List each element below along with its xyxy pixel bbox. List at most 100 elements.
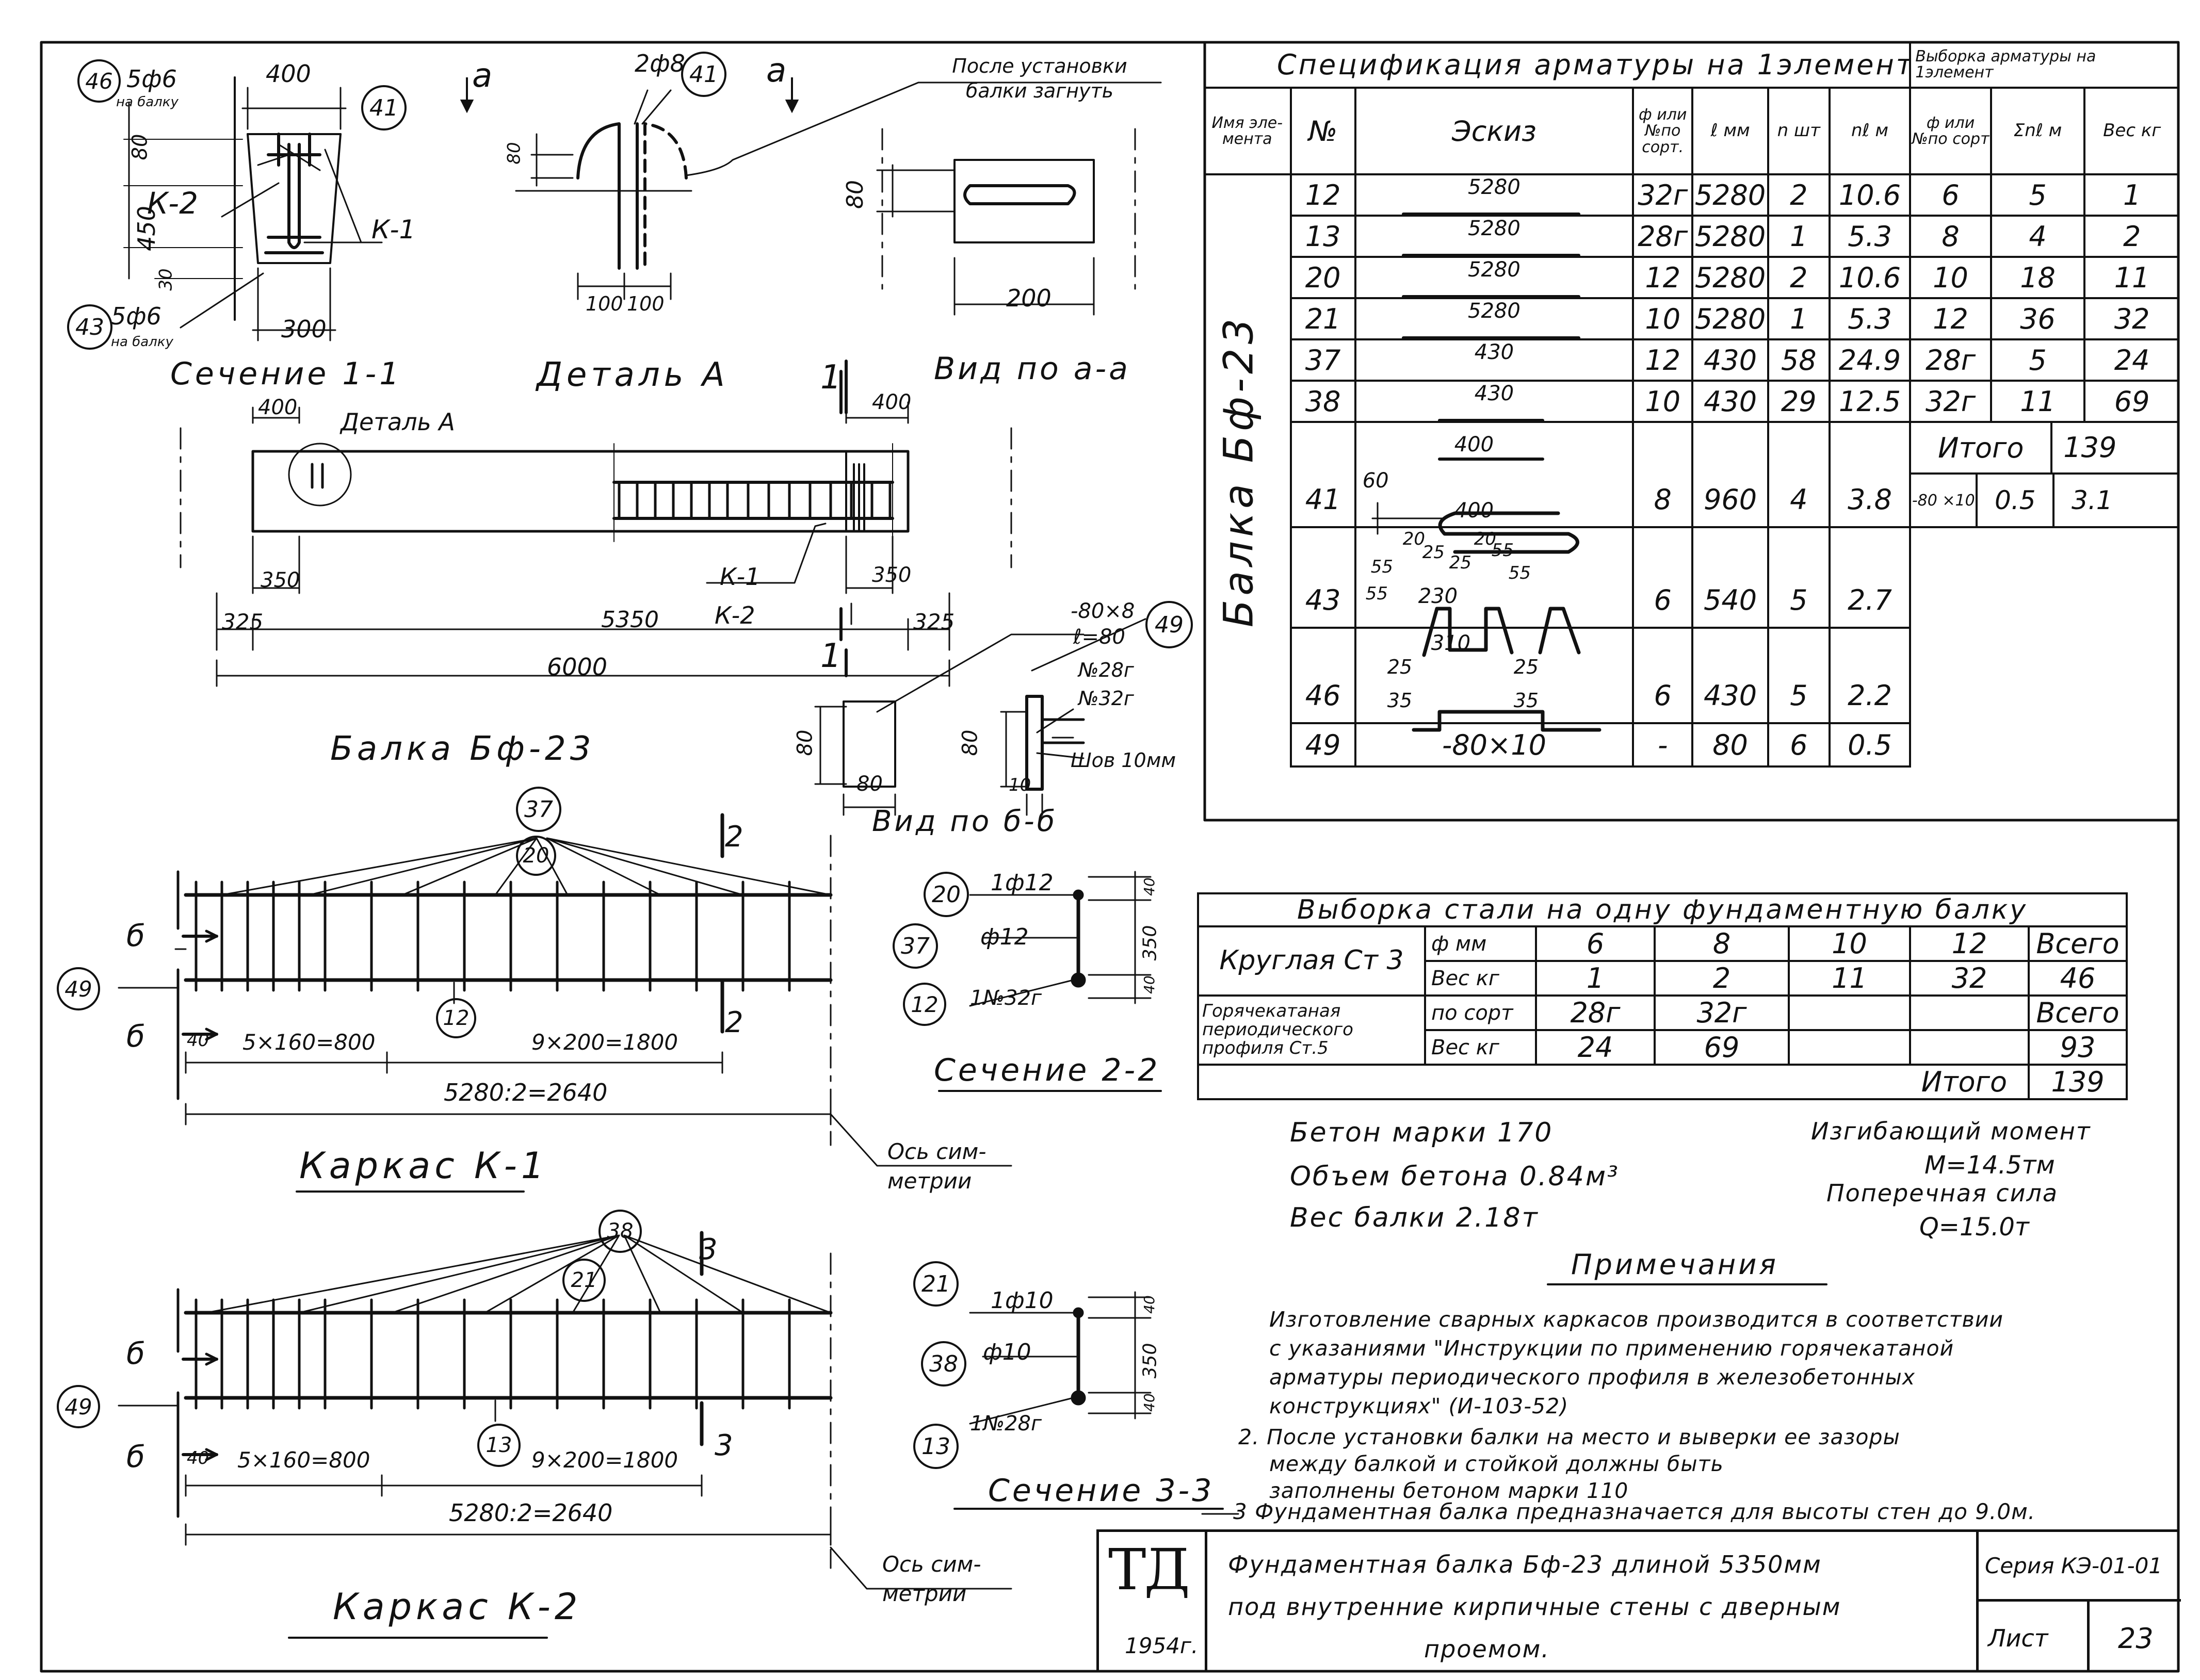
circle-38-k2: 38: [598, 1210, 642, 1253]
k2-d40: 40: [187, 1448, 209, 1469]
k2-half: 5280:2=2640: [449, 1499, 613, 1527]
prop-volume: Объем бетона 0.84м³: [1290, 1161, 1620, 1192]
steel-round-weight: 2: [1654, 960, 1790, 997]
spec-row-count: 2: [1767, 173, 1831, 217]
spec-row-count: 2: [1767, 256, 1831, 299]
detail-a-top-bars: 2ф8: [635, 50, 685, 77]
sec22-mid-bar: ф12: [980, 924, 1029, 950]
sketch43-f: 55: [1491, 540, 1514, 561]
beam-d325-right: 325: [913, 609, 955, 634]
detail-a-d1: 100: [586, 292, 623, 315]
circle-49-k1: 49: [57, 967, 100, 1010]
spec-header-element: Имя эле-мента: [1205, 87, 1292, 175]
spec-row-length: 430: [1691, 338, 1769, 382]
plate-width: 80: [856, 772, 883, 796]
circle-13-sec33: 13: [913, 1424, 959, 1469]
spec-row-total: 24.9: [1828, 338, 1912, 382]
spec-row-sketch: -80×10: [1354, 722, 1635, 768]
spec-header-sel-diam: ф или №по сорт: [1909, 87, 1992, 175]
k1-seg2: 9×200=1800: [531, 1030, 678, 1055]
sel-row-weight: 1: [2083, 173, 2178, 217]
sel-row-weight: 32: [2083, 297, 2178, 340]
spec-row-no: 49: [1289, 722, 1356, 768]
sheet-label-cell: Лист: [1976, 1602, 2090, 1671]
steel-hot-sort: 32г: [1654, 994, 1790, 1031]
sketch46-b1: 35: [1387, 689, 1413, 712]
spec-selection-footer: Итого 139 -80 ×10 0.5 3.1: [1909, 421, 2178, 528]
k1-half: 5280:2=2640: [444, 1079, 608, 1106]
note-1: Изготовление сварных каркасов производит…: [1269, 1305, 2003, 1421]
steel-sort-label: по сорт: [1424, 994, 1537, 1031]
note-1-line: арматуры периодического профиля в железо…: [1269, 1365, 1915, 1390]
spec-row-count: 6: [1767, 722, 1831, 768]
circle-21-k2: 21: [562, 1259, 606, 1302]
cut-mark-3-bottom: 3: [715, 1429, 733, 1462]
spec-row-sketch: 5280: [1354, 256, 1635, 299]
steel-round-total: 46: [2027, 960, 2128, 997]
stamp-logo: ТД: [1108, 1537, 1190, 1603]
logo-cell: ТД 1954г.: [1099, 1532, 1207, 1671]
sec22-d1: 40: [1140, 877, 1158, 896]
circle-49-plate: 49: [1145, 601, 1193, 648]
circle-20-k1: 20: [516, 836, 556, 876]
circle-49-k2: 49: [57, 1385, 100, 1428]
spec-row-sketch: 430: [1354, 380, 1635, 423]
circle-20-sec22: 20: [924, 872, 969, 917]
sketch43-c: 25: [1449, 552, 1471, 573]
sel-row-diam: 10: [1909, 256, 1992, 299]
prop-concrete: Бетон марки 170: [1290, 1117, 1554, 1148]
sketch43-d: 20: [1474, 529, 1496, 549]
sketch43-g: 55: [1365, 583, 1388, 604]
sec22-d3: 40: [1140, 975, 1158, 994]
spec-header-sketch: Эскиз: [1354, 87, 1635, 175]
cut-mark-2-bottom: 2: [725, 1006, 743, 1039]
spec-row-total: 5.3: [1828, 215, 1912, 258]
spec-element-cell: Балка Бф-23: [1205, 173, 1292, 766]
sel-itogo-row: Итого 139: [1912, 424, 2178, 475]
plate-length: ℓ=80: [1073, 625, 1125, 649]
sec11-bottom-bars: 5ф6: [111, 302, 161, 330]
spec-row-diam: 6: [1632, 627, 1694, 724]
detail-a-d2: 100: [627, 292, 665, 315]
steel-hot-weight: 24: [1535, 1029, 1656, 1066]
plate-weld: Шов 10мм: [1071, 749, 1176, 772]
steel-itogo: 139: [2027, 1064, 2128, 1100]
detail-a-title: Деталь А: [537, 356, 729, 394]
sel-row-weight: 69: [2083, 380, 2178, 423]
steel-round-weight: 1: [1535, 960, 1656, 997]
note-2-line: заполнены бетоном марки 110: [1269, 1478, 1629, 1503]
sel-row-diam: 32г: [1909, 380, 1992, 423]
spec-row-count: 5: [1767, 526, 1831, 629]
sel-strip-sum: 0.5: [1976, 475, 2052, 525]
spec-row-no: 13: [1289, 215, 1356, 258]
spec-header-no: №: [1289, 87, 1356, 175]
sec33-mid-bar: ф10: [983, 1339, 1031, 1365]
sel-row-sum: 5: [1989, 338, 2086, 382]
sel-row-sum: 5: [1989, 173, 2086, 217]
spec-row-total: 3.8: [1828, 421, 1912, 528]
circle-37-sec22: 37: [893, 923, 938, 969]
sketch43-base: 230: [1418, 584, 1458, 608]
circle-12-sec22: 12: [903, 983, 946, 1026]
sel-strip-weight: 3.1: [2052, 475, 2129, 525]
sec33-bot-bar: 1№28г: [970, 1412, 1042, 1436]
sel-row-weight: 2: [2083, 215, 2178, 258]
plate-thickness: 10: [1009, 775, 1031, 795]
note-1-line: Изготовление сварных каркасов производит…: [1269, 1307, 2003, 1332]
spec-selection-empty: [1909, 526, 2178, 766]
stamp-title: Фундаментная балка Бф-23 длиной 5350мм п…: [1228, 1543, 1841, 1670]
sel-row-diam: 12: [1909, 297, 1992, 340]
sec11-bottom-note: на балку: [111, 334, 173, 350]
sec11-title: Сечение 1-1: [170, 356, 402, 392]
steel-total-label: Всего: [2027, 925, 2128, 962]
plate-height-b: 80: [958, 729, 982, 756]
steel-itogo-label: Итого: [1197, 1064, 2030, 1100]
sketch43-e: 55: [1370, 557, 1393, 577]
spec-row-sketch: 5280: [1354, 173, 1635, 217]
spec-header-length: ℓ мм: [1691, 87, 1769, 175]
sec33-top-bar: 1ф10: [991, 1287, 1054, 1314]
spec-header-total: nℓ м: [1828, 87, 1912, 175]
sketch41-height: 60: [1362, 469, 1389, 493]
k2-axis-label: Ось сим-метрии: [882, 1552, 981, 1606]
